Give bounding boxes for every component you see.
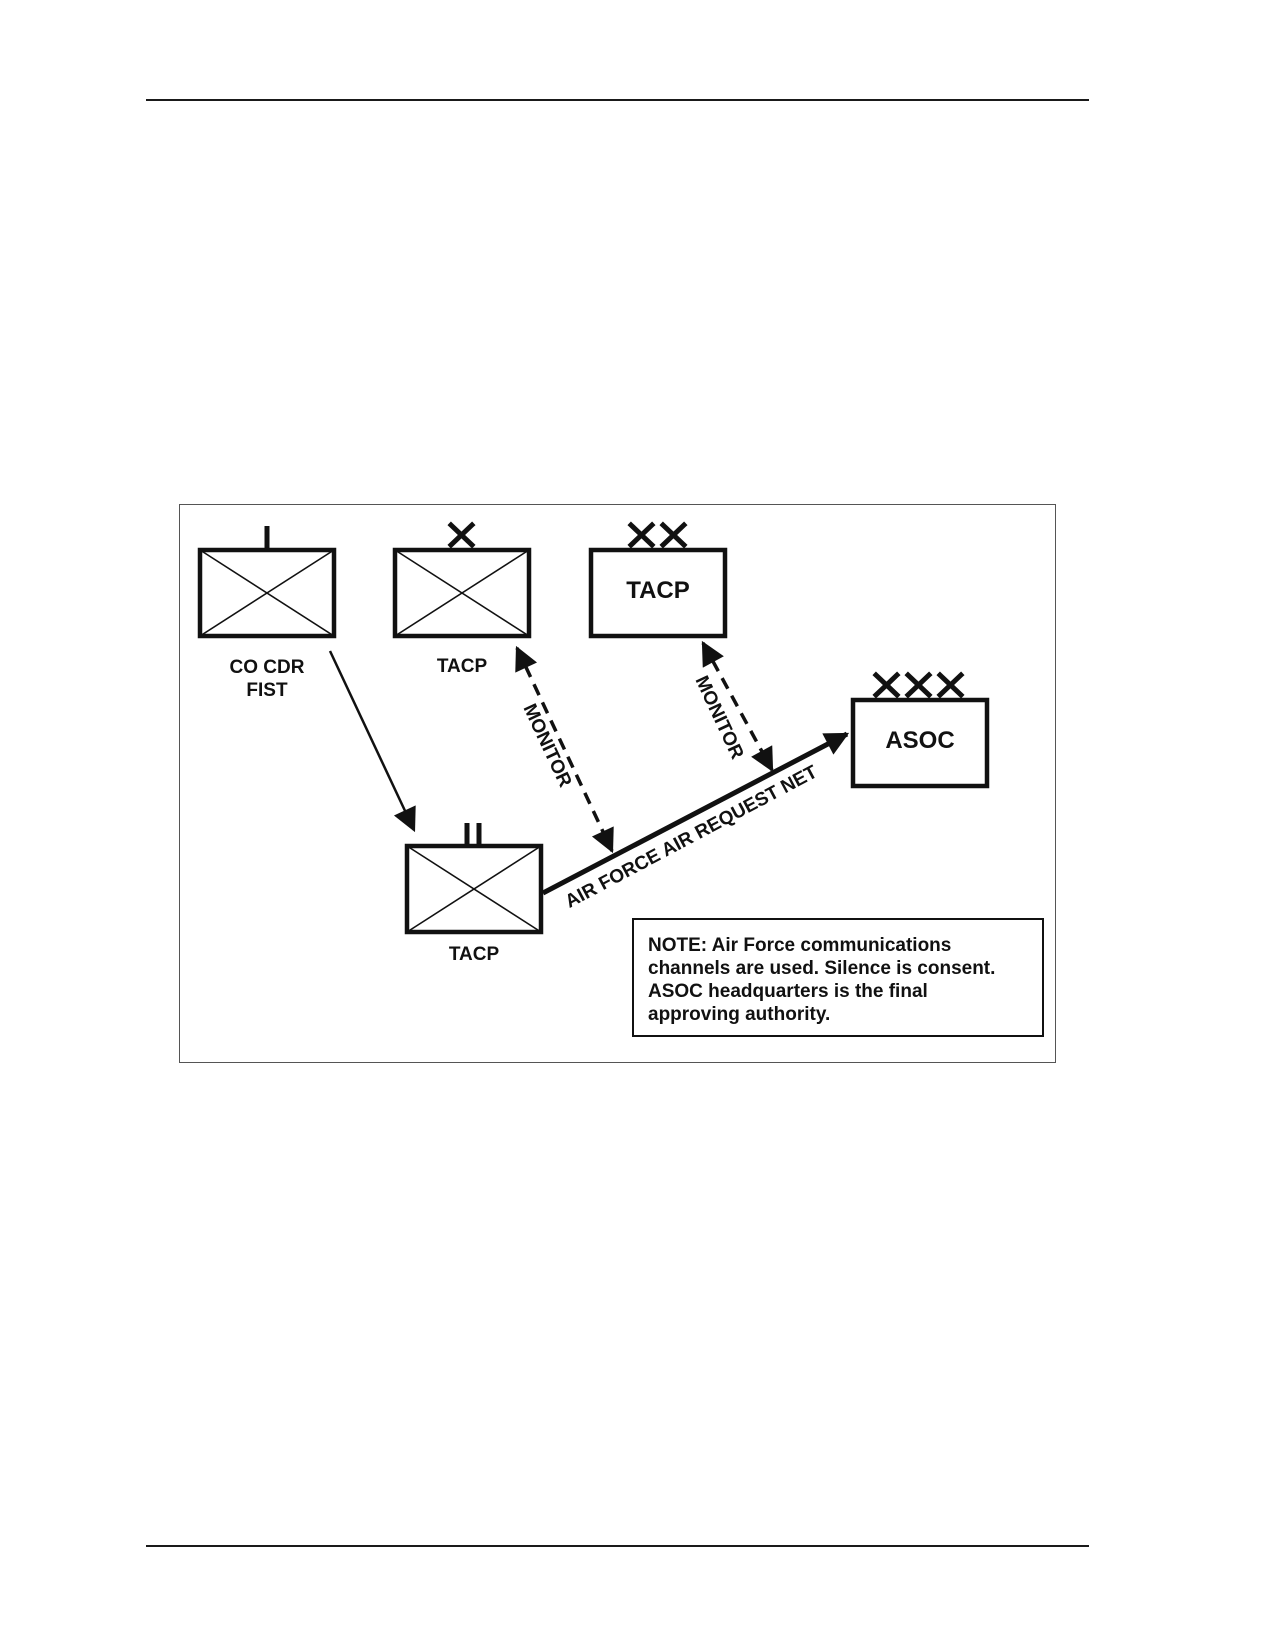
air-request-net-label: AIR FORCE AIR REQUEST NET bbox=[562, 761, 821, 912]
monitor-arrow-1 bbox=[515, 645, 614, 854]
battalion-echelon-mark bbox=[464, 823, 482, 845]
co-cdr-label: CO CDR bbox=[230, 657, 305, 678]
footer-rule bbox=[146, 1545, 1089, 1547]
tacp-brigade-label: TACP bbox=[437, 656, 488, 677]
note-line-1: NOTE: Air Force communications bbox=[648, 935, 951, 956]
division-echelon-mark bbox=[627, 521, 688, 549]
corps-echelon-mark bbox=[872, 671, 965, 699]
monitor-arrow-2 bbox=[701, 640, 774, 773]
tacp-division-symbol bbox=[588, 547, 728, 639]
asoc-symbol bbox=[850, 697, 990, 789]
note-line-2: channels are used. Silence is consent. bbox=[648, 958, 995, 979]
tacp-division-unit: TACP bbox=[588, 521, 728, 639]
tacp-brigade-unit: TACP bbox=[392, 521, 532, 677]
tacp-battalion-label: TACP bbox=[449, 944, 500, 965]
note-line-3: ASOC headquarters is the final bbox=[648, 981, 928, 1002]
monitor-label-1: MONITOR bbox=[519, 701, 576, 791]
monitor-label-2: MONITOR bbox=[691, 673, 748, 763]
air-request-net-arrow bbox=[541, 731, 850, 896]
fist-label: FIST bbox=[246, 680, 288, 701]
header-rule bbox=[146, 99, 1089, 101]
note-line-4: approving authority. bbox=[648, 1004, 830, 1025]
tacp-division-label: TACP bbox=[626, 577, 690, 604]
figure-frame bbox=[179, 504, 1056, 1063]
brigade-echelon-mark bbox=[447, 521, 476, 549]
tacp-battalion-unit: TACP bbox=[404, 823, 544, 965]
co-cdr-fist-unit: CO CDR FIST bbox=[197, 526, 337, 701]
asoc-label: ASOC bbox=[885, 727, 954, 754]
note-box: NOTE: Air Force communications channels … bbox=[632, 918, 1044, 1037]
asoc-unit: ASOC bbox=[850, 671, 990, 789]
request-arrow bbox=[328, 650, 416, 833]
